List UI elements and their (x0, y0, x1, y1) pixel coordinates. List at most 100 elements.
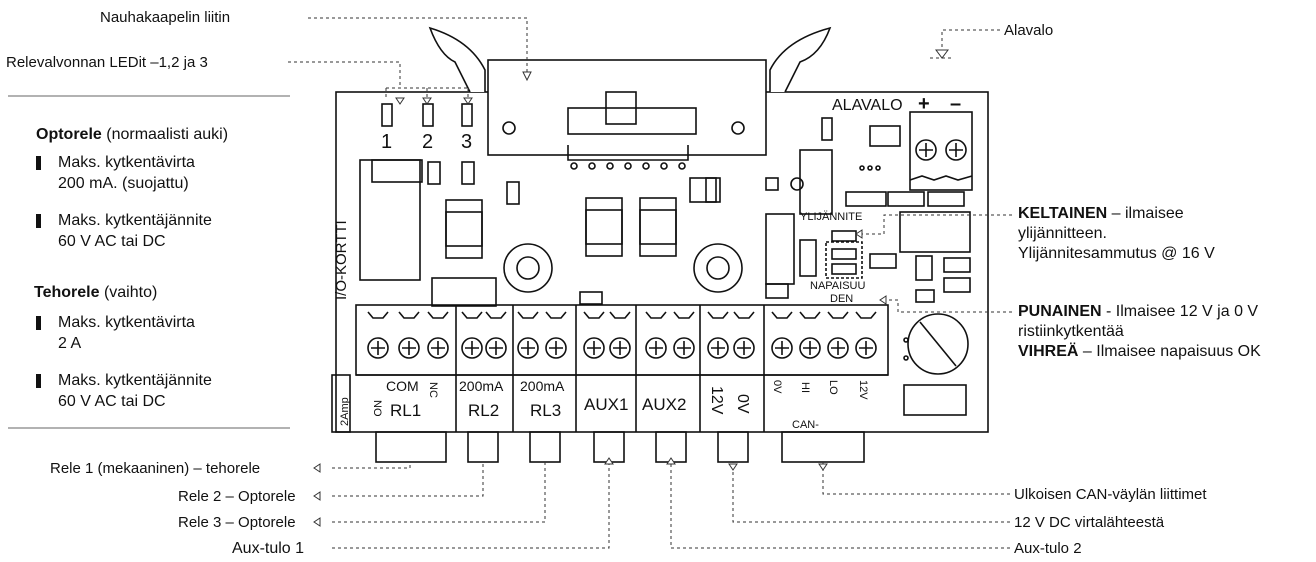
v12-label: 12V (708, 386, 725, 415)
alavalo-board-label: ALAVALO (832, 97, 903, 114)
terminal-screw (427, 337, 449, 359)
power-relay-title: Tehorele (34, 284, 100, 301)
led-3-number: 3 (461, 131, 472, 153)
terminal-screw (461, 337, 483, 359)
power-relay-heading: Tehorele (vaihto) (34, 282, 157, 303)
power-item-1-line-2: 2 A (58, 335, 82, 352)
potentiometer (907, 313, 969, 375)
opto-relay-title: Optorele (36, 126, 102, 143)
terminal-screw (771, 337, 793, 359)
callout-aux1: Aux-tulo 1 (232, 540, 304, 557)
callout-relay3: Rele 3 – Optorele (178, 514, 296, 531)
callout-relay-leds: Relevalvonnan LEDit –1,2 ja 3 (6, 54, 208, 71)
can-hi-label: HI (799, 382, 811, 393)
rl2-amp-label: 200mA (459, 378, 504, 394)
opto-item-1-line-2: 200 mA. (suojattu) (58, 175, 189, 192)
red-line-2: ristiinkytkentää (1018, 323, 1124, 340)
opto-item-2-line-1: Maks. kytkentäjännite (58, 212, 212, 229)
terminal-screw (799, 337, 821, 359)
terminal-screw (517, 337, 539, 359)
callout-relay1: Rele 1 (mekaaninen) – tehorele (50, 460, 260, 477)
can-lo-label: LO (827, 380, 839, 395)
opto-relay-subtitle: (normaalisti auki) (101, 126, 229, 143)
toroid-right (693, 243, 743, 293)
can-label: CAN- (792, 419, 819, 431)
rl1-nc-label: NC (427, 382, 439, 398)
aux2-label: AUX2 (642, 395, 686, 414)
bullet-icon (36, 214, 41, 228)
rl1-no-label: NO (371, 400, 383, 417)
led-2-number: 2 (422, 131, 433, 153)
power-item-2-line-2: 60 V AC tai DC (58, 393, 166, 410)
ribbon-ear-right (769, 26, 832, 93)
can-12v-label: 12V (857, 380, 869, 400)
led-yellow (831, 230, 857, 242)
relay-led-1 (381, 103, 393, 127)
callout-aux2: Aux-tulo 2 (1014, 540, 1082, 557)
bullet-icon (36, 316, 41, 330)
terminal-screw (545, 337, 567, 359)
can-0v-label: 0V (771, 380, 783, 394)
callout-can-ext: Ulkoisen CAN-väylän liittimet (1014, 486, 1207, 503)
power-terminal (909, 111, 973, 191)
terminal-screw (645, 337, 667, 359)
power-item-1-line-1: Maks. kytkentävirta (58, 314, 195, 331)
relay-led-2 (422, 103, 434, 127)
ribbon-ear-left (428, 26, 486, 93)
yellow-led-description: KELTAINEN – ilmaisee ylijännitteen. Ylij… (1018, 204, 1215, 264)
terminal-screw (673, 337, 695, 359)
red-key: PUNAINEN (1018, 303, 1102, 320)
terminal-screw (583, 337, 605, 359)
callout-bottom-light: Alavalo (1004, 22, 1053, 39)
terminal-screw (367, 337, 389, 359)
yellow-line-2: ylijännitteen. (1018, 225, 1107, 242)
led-green (831, 263, 857, 275)
relay-led-3 (461, 103, 473, 127)
green-key: VIHREÄ (1018, 343, 1079, 360)
power-item-2: Maks. kytkentäjännite 60 V AC tai DC (58, 370, 212, 412)
ribbon-pins (567, 145, 689, 170)
terminal-screw (485, 337, 507, 359)
opto-item-1: Maks. kytkentävirta 200 mA. (suojattu) (58, 152, 195, 194)
opto-relay-heading: Optorele (normaalisti auki) (36, 124, 228, 145)
power-item-1: Maks. kytkentävirta 2 A (58, 312, 195, 354)
yellow-line-3: Ylijännitesammutus @ 16 V (1018, 245, 1215, 262)
polarity-label-1: NAPAISUU (810, 280, 865, 292)
green-rest: – Ilmaisee napaisuus OK (1078, 343, 1261, 360)
callout-ribbon-connector: Nauhakaapelin liitin (100, 9, 230, 26)
opto-item-1-line-1: Maks. kytkentävirta (58, 154, 195, 171)
rl1-label: RL1 (390, 401, 421, 420)
opto-item-2: Maks. kytkentäjännite 60 V AC tai DC (58, 210, 212, 252)
red-rest: - Ilmaisee 12 V ja 0 V (1101, 303, 1259, 320)
terminal-screw (609, 337, 631, 359)
power-relay-subtitle: (vaihto) (99, 284, 158, 301)
red-green-led-description: PUNAINEN - Ilmaisee 12 V ja 0 V ristiink… (1018, 302, 1261, 362)
terminal-screw (398, 337, 420, 359)
terminal-screw (855, 337, 877, 359)
callout-dc12: 12 V DC virtalähteestä (1014, 514, 1165, 531)
opto-item-2-line-2: 60 V AC tai DC (58, 233, 166, 250)
overvoltage-label: YLIJÄNNITE (800, 211, 862, 223)
aux1-label: AUX1 (584, 395, 628, 414)
io-card-label: I/O-KORTTI (333, 220, 350, 300)
yellow-rest: – ilmaisee (1107, 205, 1184, 222)
power-item-2-line-1: Maks. kytkentäjännite (58, 372, 212, 389)
callout-relay2: Rele 2 – Optorele (178, 488, 296, 505)
polarity-label-2: DEN (830, 293, 853, 305)
rl1-com-label: COM (386, 378, 419, 394)
bullet-icon (36, 156, 41, 170)
rl3-amp-label: 200mA (520, 378, 565, 394)
minus-label: – (950, 93, 961, 115)
yellow-key: KELTAINEN (1018, 205, 1108, 222)
toroid-left (503, 243, 553, 293)
rl3-label: RL3 (530, 401, 561, 420)
rl1-amp-label: 2Amp (339, 397, 351, 426)
plus-label: + (918, 93, 930, 115)
terminal-screw (733, 337, 755, 359)
v0-label: 0V (734, 394, 751, 414)
rl2-label: RL2 (468, 401, 499, 420)
terminal-screw (707, 337, 729, 359)
bullet-icon (36, 374, 41, 388)
led-red (831, 248, 857, 260)
